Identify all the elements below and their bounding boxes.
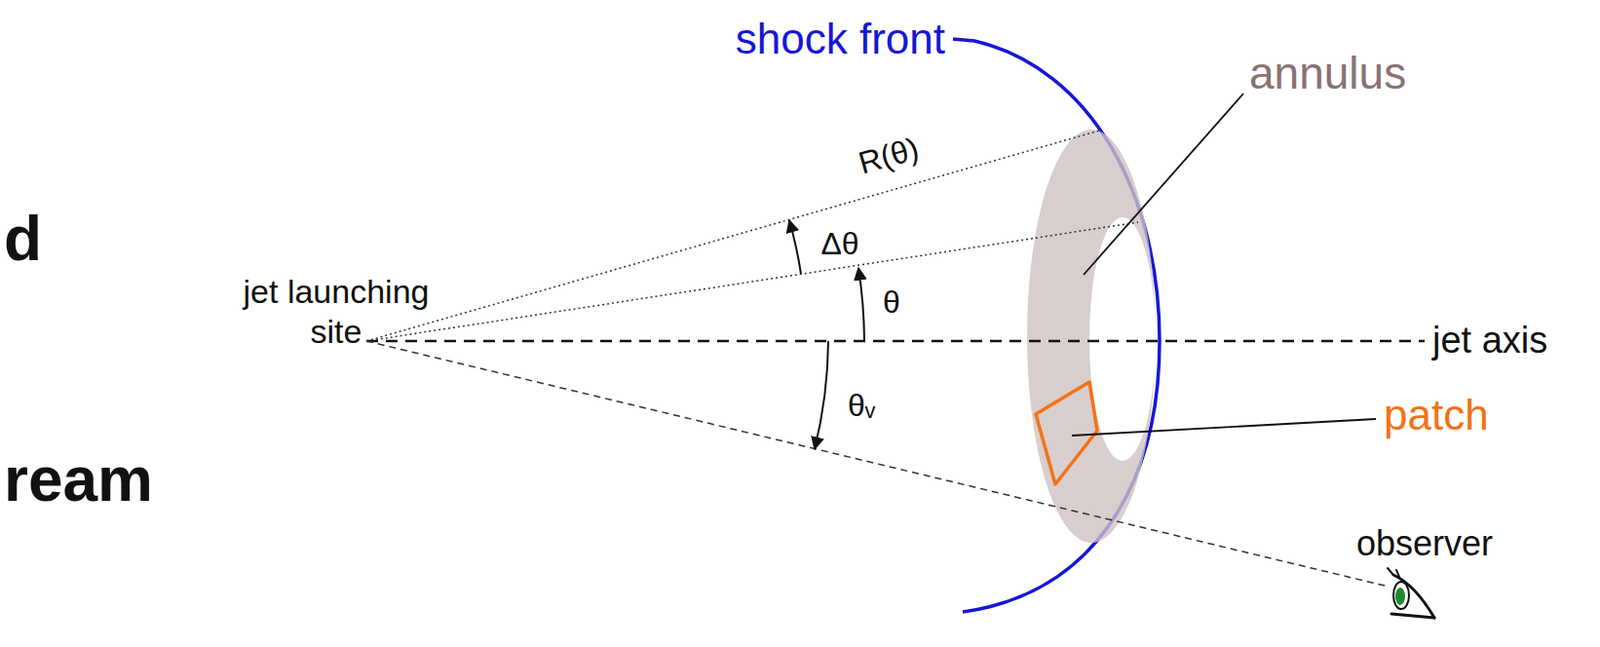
annulus-leader xyxy=(1083,93,1244,275)
jet-axis-line xyxy=(366,340,1425,343)
radius-label: R(θ) xyxy=(854,129,923,183)
line-of-sight xyxy=(366,341,1389,587)
patch-leader xyxy=(1071,419,1376,436)
shock-front-label: shock front xyxy=(735,13,946,66)
axis-label: jet axis xyxy=(1432,318,1548,364)
annulus-ring xyxy=(1027,129,1156,543)
angle-label: θ xyxy=(882,283,901,321)
patch-outline xyxy=(1035,381,1098,485)
angle-label: θᵥ xyxy=(847,386,876,424)
source-label: jet launching site xyxy=(221,271,452,352)
eye-icon xyxy=(1387,568,1435,618)
ray-outer xyxy=(366,130,1100,342)
theta-v-arc xyxy=(814,341,829,450)
angle-label: Δθ xyxy=(820,225,859,263)
delta-theta-arc xyxy=(789,220,801,274)
slide-text: ream xyxy=(3,442,153,518)
shock-front-arc xyxy=(952,38,1160,612)
theta-arc xyxy=(858,267,865,342)
annulus-label: annulus xyxy=(1249,46,1407,101)
observer-label: observer xyxy=(1356,522,1493,565)
ray-inner xyxy=(366,222,1139,342)
slide-text: d xyxy=(3,201,42,277)
patch-label: patch xyxy=(1383,389,1489,442)
